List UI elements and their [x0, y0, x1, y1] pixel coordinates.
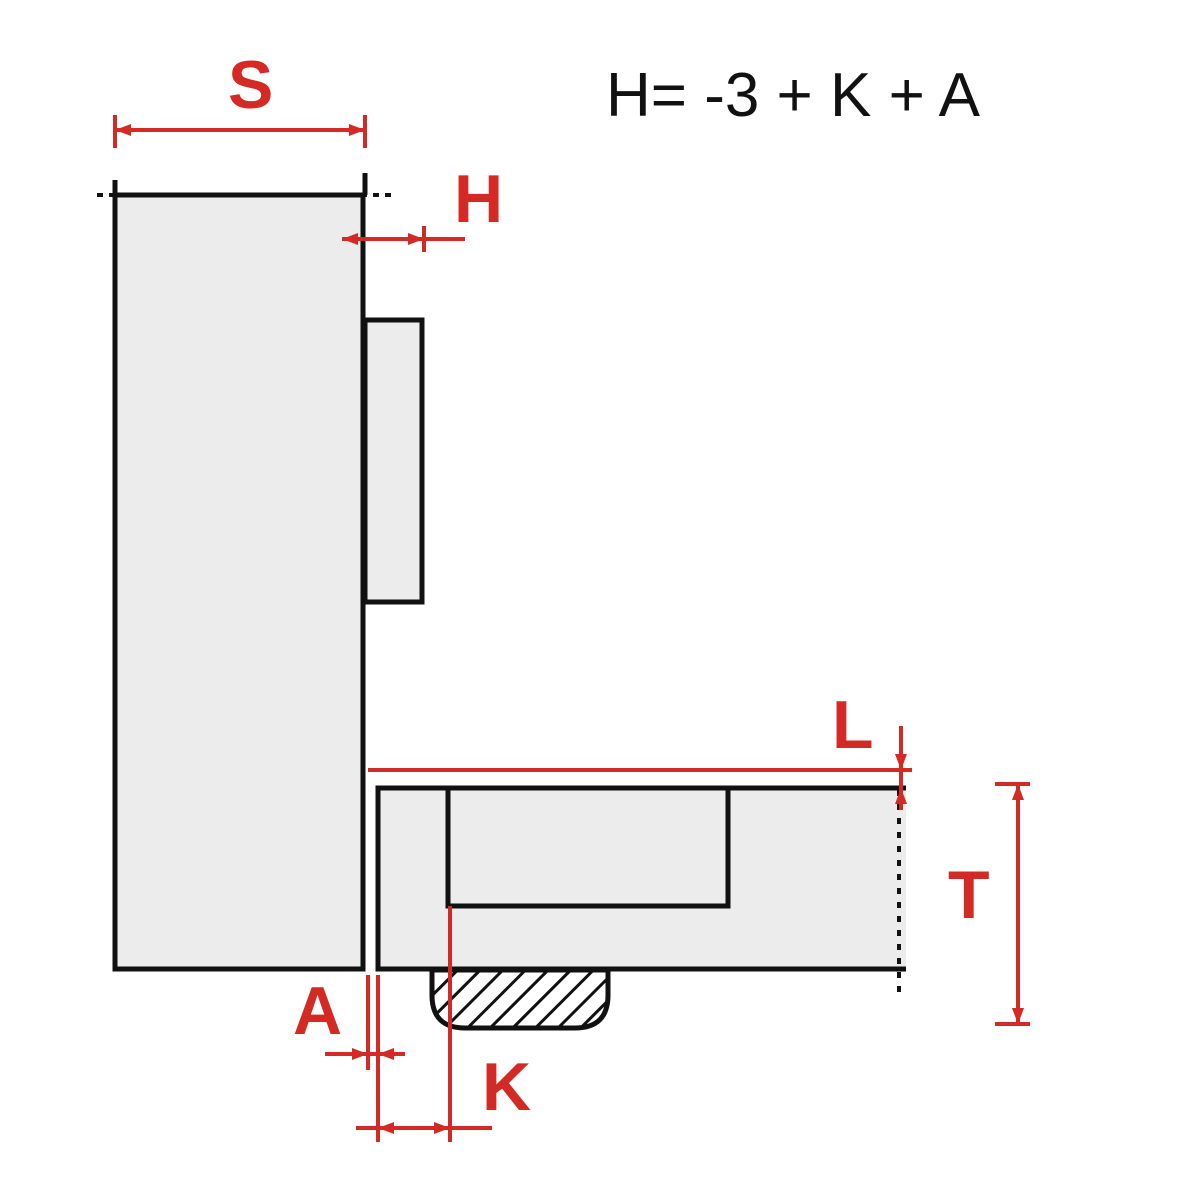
label-a: A — [293, 973, 342, 1049]
dimension-h — [342, 226, 465, 252]
label-t: T — [948, 857, 990, 933]
dimension-k — [356, 906, 492, 1142]
mounting-plate — [362, 317, 425, 605]
label-k: K — [482, 1049, 531, 1125]
dimension-t — [995, 782, 1030, 1026]
dimension-a — [325, 975, 405, 1070]
label-l: L — [832, 687, 874, 763]
dimension-l — [368, 726, 912, 810]
formula-text: H= -3 + K + A — [606, 61, 981, 130]
label-s: S — [228, 47, 273, 123]
side-panel — [112, 192, 366, 972]
hinge-cup — [445, 785, 731, 909]
dimension-s — [113, 115, 367, 148]
hatched-knob — [429, 967, 611, 1031]
label-h: H — [454, 161, 503, 237]
